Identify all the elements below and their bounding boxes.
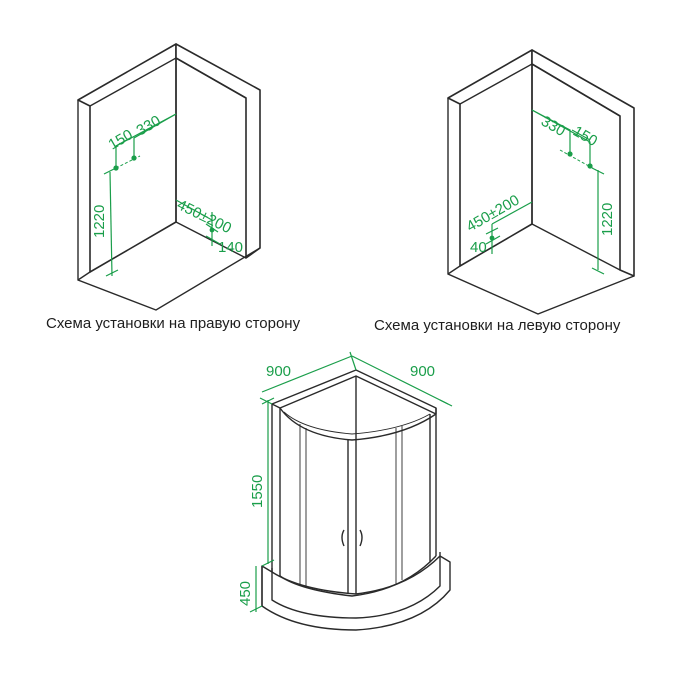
right-scheme-dimension-lines [103, 113, 221, 277]
cabin-bottom-curve [279, 555, 437, 597]
left-scheme-dimension-lines [485, 109, 605, 275]
right-scheme-outlet-marker [113, 165, 119, 171]
shower-cabin: 900 900 1550 450 [237, 351, 453, 631]
left-scheme-drain-marker [489, 235, 495, 241]
left-scheme-floor-front [531, 223, 621, 271]
left-dim-1220: 1220 [599, 203, 616, 236]
left-scheme-caption: Схема установки на левую сторону [374, 317, 621, 334]
cabin-dim-width-left: 900 [266, 363, 291, 380]
left-scheme-back-wall [447, 49, 533, 267]
right-dim-140: 140 [218, 239, 243, 256]
cabin-dim-height-tray: 450 [237, 581, 254, 606]
left-dim-150: 150 [570, 123, 600, 150]
door-handle-left [341, 529, 345, 547]
left-scheme-floor-edge [447, 265, 461, 275]
right-scheme-floor-edge [77, 271, 91, 281]
right-dim-1220: 1220 [91, 205, 108, 238]
cabin-dim-width-right: 900 [410, 363, 435, 380]
right-scheme-outlet-marker [131, 155, 137, 161]
cabin-tray-rim [261, 555, 451, 631]
right-installation-scheme: 150 330 1220 450±200 140 Схема установки… [46, 43, 301, 332]
left-dim-40: 40 [470, 239, 487, 256]
right-scheme-caption: Схема установки на правую сторону [46, 315, 301, 332]
left-dim-330: 330 [538, 113, 568, 140]
left-installation-scheme: 330 150 1220 450±200 40 Схема установки … [374, 49, 635, 334]
cabin-dimension-lines [249, 351, 453, 613]
right-dim-450: 450±200 [174, 196, 234, 237]
right-scheme-drain-marker [209, 227, 215, 233]
right-scheme-floor [77, 100, 261, 311]
cabin-frame-posts [271, 376, 437, 594]
cabin-top-curve-inner [283, 411, 431, 435]
left-scheme-outlet-marker [587, 163, 593, 169]
door-handle-right [359, 529, 363, 547]
right-scheme-floor-front [175, 221, 247, 259]
cabin-dim-height-glass: 1550 [249, 475, 266, 508]
left-scheme-outlet-marker [567, 151, 573, 157]
cabin-top-curve [279, 407, 437, 441]
right-scheme-back-wall [77, 43, 177, 273]
left-scheme-floor [447, 98, 635, 315]
